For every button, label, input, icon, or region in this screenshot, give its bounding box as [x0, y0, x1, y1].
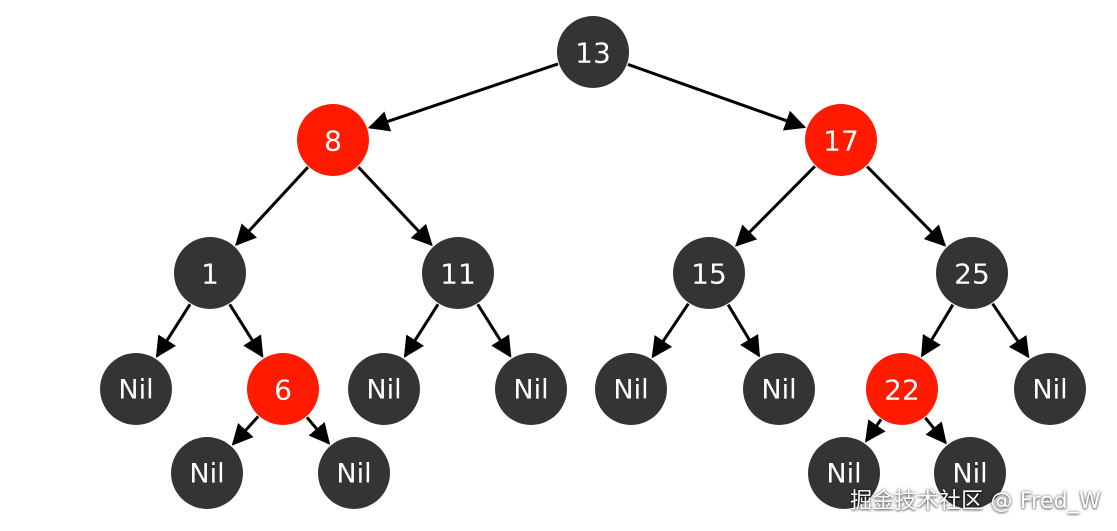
node-circle-n13 — [557, 16, 629, 88]
node-circle-n8 — [297, 104, 369, 176]
edge-n8-n1 — [235, 166, 310, 246]
tree-node-nil3: Nil — [495, 353, 567, 425]
edge-n6-nil7 — [231, 415, 260, 446]
tree-node-nil9: Nil — [808, 437, 880, 509]
node-circle-nil4 — [595, 353, 667, 425]
edge-n11-nil2 — [403, 303, 440, 358]
node-circle-n22 — [866, 353, 938, 425]
node-circle-n15 — [673, 237, 745, 309]
node-label-n25: 25 — [954, 258, 990, 291]
watermark-text: 掘金技术社区 @ Fred_W — [850, 489, 1101, 514]
tree-node-nil1: Nil — [100, 353, 172, 425]
node-label-nil3: Nil — [513, 375, 548, 406]
tree-node-nil10: Nil — [934, 437, 1006, 509]
tree-node-n25: 25 — [936, 237, 1008, 309]
node-label-nil9: Nil — [826, 459, 861, 490]
node-label-nil1: Nil — [118, 375, 153, 406]
node-label-n17: 17 — [823, 125, 859, 158]
edge-n13-n8 — [367, 62, 559, 132]
node-circle-nil10 — [934, 437, 1006, 509]
node-label-n11: 11 — [440, 258, 476, 291]
node-label-nil5: Nil — [761, 375, 796, 406]
node-label-nil2: Nil — [366, 375, 401, 406]
edge-n25-nil6 — [991, 302, 1030, 359]
node-label-n1: 1 — [201, 258, 219, 291]
edge-n17-n15 — [735, 165, 816, 247]
edge-n17-n25 — [865, 165, 947, 247]
edge-n11-nil3 — [476, 303, 512, 358]
node-label-n22: 22 — [884, 374, 920, 407]
tree-node-n17: 17 — [805, 104, 877, 176]
node-circle-nil3 — [495, 353, 567, 425]
edge-n25-n22 — [920, 303, 955, 358]
edges-layer — [155, 62, 1030, 446]
edge-n13-n17 — [627, 62, 807, 131]
edge-n1-nil1 — [155, 303, 192, 358]
edge-n6-nil8 — [305, 416, 331, 445]
node-label-n13: 13 — [575, 37, 611, 70]
edge-n15-nil5 — [726, 303, 761, 358]
edge-n8-n11 — [357, 165, 433, 247]
tree-node-n13: 13 — [557, 16, 629, 88]
node-label-n8: 8 — [324, 125, 342, 158]
node-circle-n11 — [422, 237, 494, 309]
edge-n22-nil9 — [864, 418, 886, 443]
node-circle-nil2 — [348, 353, 420, 425]
node-circle-nil9 — [808, 437, 880, 509]
tree-node-nil2: Nil — [348, 353, 420, 425]
tree-node-n22: 22 — [866, 353, 938, 425]
node-circle-nil8 — [318, 437, 390, 509]
node-label-n6: 6 — [274, 374, 292, 407]
node-circle-nil7 — [171, 437, 243, 509]
tree-node-nil8: Nil — [318, 437, 390, 509]
edge-n15-nil4 — [651, 302, 690, 359]
edge-n22-nil10 — [924, 416, 947, 445]
node-circle-n25 — [936, 237, 1008, 309]
tree-node-n15: 15 — [673, 237, 745, 309]
node-circle-n1 — [174, 237, 246, 309]
node-label-nil8: Nil — [336, 459, 371, 490]
node-circle-n17 — [805, 104, 877, 176]
tree-node-nil4: Nil — [595, 353, 667, 425]
tree-node-n1: 1 — [174, 237, 246, 309]
node-label-nil10: Nil — [952, 459, 987, 490]
node-label-n15: 15 — [691, 258, 727, 291]
node-label-nil7: Nil — [189, 459, 224, 490]
node-circle-n6 — [247, 353, 319, 425]
node-circle-nil5 — [743, 353, 815, 425]
node-label-nil6: Nil — [1032, 375, 1067, 406]
tree-node-nil5: Nil — [743, 353, 815, 425]
tree-node-n11: 11 — [422, 237, 494, 309]
tree-node-nil6: Nil — [1014, 353, 1086, 425]
node-circle-nil1 — [100, 353, 172, 425]
tree-node-n8: 8 — [297, 104, 369, 176]
tree-node-n6: 6 — [247, 353, 319, 425]
tree-node-nil7: Nil — [171, 437, 243, 509]
edge-n1-n6 — [228, 303, 264, 358]
node-label-nil4: Nil — [613, 375, 648, 406]
node-circle-nil6 — [1014, 353, 1086, 425]
